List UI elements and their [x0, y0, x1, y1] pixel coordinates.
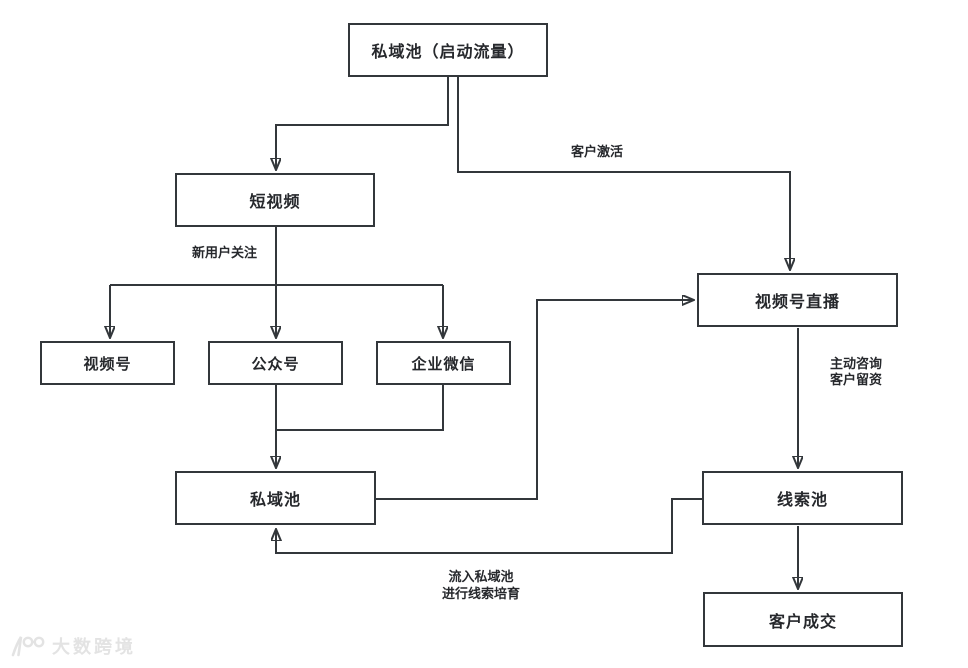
node-video-channel: 视频号 [40, 341, 175, 385]
node-label: 客户成交 [768, 613, 837, 631]
edge-label-line: 进行线索培育 [441, 586, 521, 601]
edge-label-lead-nurture: 流入私域池 进行线索培育 [442, 568, 520, 602]
edge-short-video-fanout-rail [110, 227, 443, 286]
edge-private-pool-to-channels-live [376, 300, 694, 500]
node-private-pool: 私域池 [175, 471, 376, 525]
node-channels-live: 视频号直播 [697, 273, 898, 327]
node-label: 企业微信 [411, 355, 476, 373]
edge-label-customer-activation: 客户激活 [571, 144, 624, 159]
edge-leads-pool-to-private-pool [276, 498, 702, 554]
node-enterprise-wechat: 企业微信 [376, 341, 511, 385]
edge-label-new-user-follow: 新用户关注 [192, 245, 258, 260]
node-customer-deal: 客户成交 [703, 592, 903, 647]
node-leads-pool: 线索池 [702, 471, 903, 525]
dashu-glasses-logo-icon [11, 636, 45, 657]
edge-seed-to-short-video [276, 77, 449, 170]
node-label: 公众号 [251, 355, 300, 373]
node-official-account: 公众号 [208, 341, 343, 385]
node-label: 视频号直播 [754, 294, 840, 311]
watermark: 大数跨境 [9, 633, 136, 659]
node-label: 私域池（启动流量） [371, 44, 525, 61]
node-short-video: 短视频 [175, 173, 375, 227]
node-label: 视频号 [83, 355, 132, 373]
edge-label-line: 主动咨询 [830, 356, 883, 371]
edge-label-line: 流入私域池 [448, 569, 514, 584]
node-seed-pool: 私域池（启动流量） [348, 23, 548, 77]
watermark-brand: 大数跨境 [52, 637, 136, 657]
node-label: 短视频 [249, 194, 301, 211]
node-label: 私域池 [249, 492, 301, 509]
edge-label-active-inquiry: 主动咨询 客户留资 [830, 356, 882, 388]
edge-label-line: 客户留资 [830, 372, 883, 387]
edge-seed-to-channels-live [457, 77, 790, 270]
edge-wechat-join [276, 385, 444, 431]
node-label: 线索池 [776, 492, 828, 509]
